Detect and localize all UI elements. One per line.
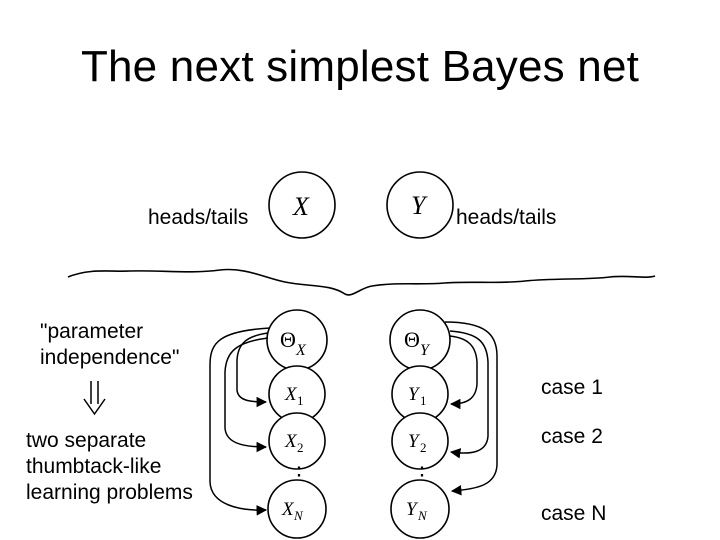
- edge-thetaX-X2: [224, 337, 269, 453]
- XN-main: X: [281, 499, 295, 520]
- Y1-sub: 1: [420, 393, 427, 408]
- edge-thetaY-Y2: [449, 330, 489, 459]
- node-theta-X: Θ X: [266, 309, 328, 371]
- result-line-2: thumbtack-like: [26, 455, 162, 478]
- edge-thetaY-YN: [444, 321, 498, 496]
- YN-main: Y: [406, 499, 419, 520]
- result-line-3: learning problems: [26, 481, 193, 504]
- XN-sub: N: [293, 508, 304, 523]
- node-X-label: X: [292, 192, 310, 221]
- node-theta-Y: Θ Y: [389, 309, 451, 371]
- edge-thetaY-Y1: [449, 335, 478, 410]
- edge-thetaX-XN: [209, 327, 271, 516]
- implies-arrow-icon: [83, 381, 106, 416]
- case-2-label: case 2: [541, 425, 603, 448]
- node-X2: X 2: [268, 412, 326, 470]
- case-1-label: case 1: [541, 376, 603, 399]
- X1-main: X: [284, 384, 298, 405]
- heads-tails-label-right: heads/tails: [456, 206, 557, 229]
- theta-Y-edges: [444, 321, 498, 496]
- node-Y-label: Y: [411, 191, 428, 220]
- theta-X-sub: X: [295, 342, 307, 359]
- Y1-main: Y: [408, 384, 421, 405]
- result-line-1: two separate: [26, 429, 147, 452]
- theta-X-edges: [209, 327, 271, 516]
- separate-problems-label: two separate thumbtack-like learning pro…: [26, 428, 193, 506]
- theta-X-main: Θ: [280, 327, 296, 352]
- Y2-main: Y: [408, 431, 421, 452]
- X1-sub: 1: [297, 393, 304, 408]
- heads-tails-label-left: heads/tails: [148, 206, 249, 229]
- parameter-line-1: "parameter: [40, 320, 144, 343]
- node-Y2: Y 2: [391, 412, 449, 470]
- parameter-line-2: independence": [40, 346, 180, 369]
- node-X1: X 1: [268, 365, 326, 423]
- theta-Y-main: Θ: [404, 327, 420, 352]
- slide-title: The next simplest Bayes net: [80, 42, 640, 91]
- YN-sub: N: [417, 508, 428, 523]
- X2-sub: 2: [297, 440, 304, 455]
- X2-main: X: [284, 431, 298, 452]
- edge-thetaX-X1: [236, 332, 269, 408]
- node-XN: X N: [267, 479, 327, 539]
- case-n-label: case N: [541, 502, 607, 525]
- parameter-independence-label: "parameter independence": [40, 319, 179, 371]
- separator-wavy-line: [67, 268, 656, 296]
- node-Y1: Y 1: [391, 365, 449, 423]
- Y2-sub: 2: [420, 440, 427, 455]
- node-X: X: [268, 171, 336, 239]
- node-Y: Y: [386, 171, 454, 239]
- node-YN: Y N: [390, 479, 450, 539]
- theta-Y-sub: Y: [420, 342, 431, 359]
